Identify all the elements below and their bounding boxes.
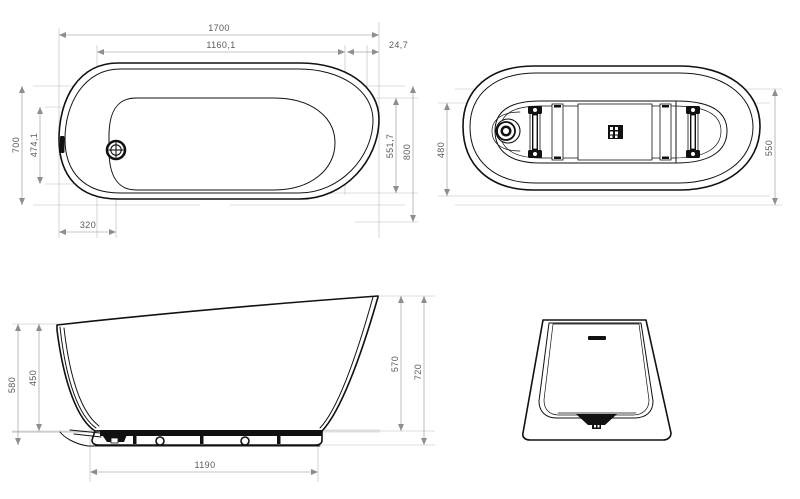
frame-rail-plate-right: [659, 103, 672, 161]
vent-grid-icon: [608, 125, 623, 139]
tub-inner-wall-right: [319, 296, 374, 429]
leg-rail-left: [528, 106, 542, 158]
dimension-frame-width: 480: [436, 103, 450, 196]
dimension-label-551-7: 551,7: [385, 134, 395, 159]
dimension-label-700: 700: [11, 137, 21, 153]
dimension-inner-length: 1160,1: [97, 40, 345, 55]
tub-outer-shell-bottom-offset: [469, 72, 754, 184]
dimension-label-480: 480: [436, 142, 446, 158]
drain-plan: [105, 139, 127, 161]
dimension-inner-width-right: 551,7: [385, 98, 399, 193]
dimension-inner-depth-right: 570: [390, 296, 404, 431]
tub-inner-bowl-plan: [108, 97, 336, 191]
view-end-elevation: [522, 319, 672, 441]
dimension-overall-length: 1700: [59, 23, 379, 38]
dimension-overall-height-right: 720: [322, 296, 435, 446]
tub-end-inner-bowl-2: [543, 323, 650, 416]
dimension-base-length: 1190: [90, 460, 318, 475]
dimension-label-450: 450: [28, 370, 38, 386]
tub-end-outer-profile: [522, 319, 672, 441]
view-side-elevation: 580 450 570 720 1190: [7, 295, 435, 482]
drain-assembly-end: [557, 412, 637, 429]
overflow-slot-end: [588, 336, 606, 340]
overflow-slot-plan: [60, 136, 65, 153]
drain-assembly-bottom: [491, 111, 521, 152]
dimension-label-570: 570: [390, 356, 400, 372]
dimension-label-550: 550: [764, 140, 774, 156]
tub-inner-wall-left-2: [63, 327, 100, 427]
dimension-label-580: 580: [7, 377, 17, 393]
frame-rail-plate-left: [551, 103, 564, 161]
dimension-overall-width-right: 800: [355, 86, 418, 223]
dimension-label-474-1: 474,1: [29, 133, 39, 158]
dimension-label-720: 720: [413, 364, 423, 380]
dimension-inner-width-left: 474,1: [29, 107, 43, 184]
underframe-detail: [69, 429, 322, 446]
dimension-label-800: 800: [402, 144, 412, 160]
dimension-label-1190: 1190: [195, 460, 216, 470]
tub-rim-inner-edge-plan: [64, 68, 374, 194]
view-bottom-plan-right: 480 550: [436, 65, 782, 206]
dimension-inner-depth-left: 450: [28, 324, 42, 431]
dimension-label-1700: 1700: [208, 23, 230, 33]
dimension-overall-height-left: 580: [7, 324, 21, 445]
dimension-base-width: 550: [764, 89, 778, 205]
dimension-rim-thickness: 24,7: [347, 40, 408, 55]
leg-rail-right: [686, 106, 700, 158]
tub-base-lower-edge: [59, 431, 321, 447]
dimension-overall-width-left: 700: [11, 86, 25, 205]
view-top-plan-left: 1700 1160,1 24,7 700 474,1: [11, 22, 418, 238]
dimension-label-24-7: 24,7: [389, 40, 408, 50]
tub-body-side-profile: [56, 295, 379, 432]
tub-end-inner-bowl: [538, 322, 654, 419]
tub-outer-shell-plan: [58, 62, 380, 200]
tub-inner-wall-left: [59, 326, 97, 429]
dimension-label-320: 320: [80, 220, 96, 230]
dimension-label-1160-1: 1160,1: [206, 40, 235, 50]
dimension-drain-offset: 320: [59, 220, 116, 235]
